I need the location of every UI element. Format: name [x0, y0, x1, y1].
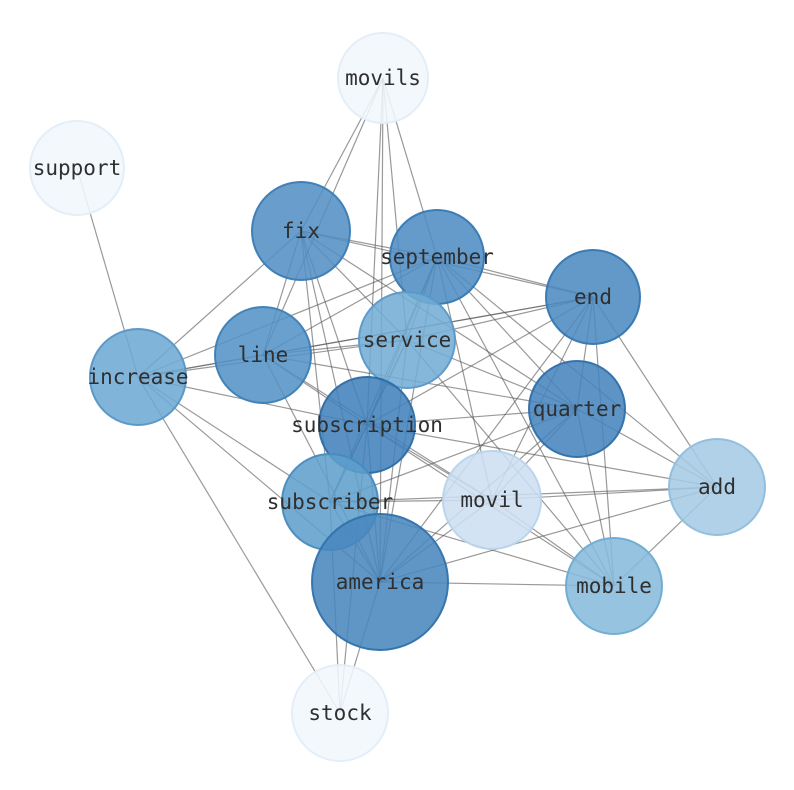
- graph-edge-september-mobile: [436, 256, 615, 587]
- node-label-quarter: quarter: [533, 397, 622, 421]
- node-increase: [89, 328, 187, 426]
- node-label-stock: stock: [308, 701, 372, 725]
- node-support: [29, 120, 125, 216]
- graph-labels-layer: movils support fix september end line service i…: [33, 66, 736, 725]
- node-fix: [251, 181, 351, 281]
- node-stock: [291, 664, 389, 762]
- node-label-fix: fix: [282, 219, 320, 243]
- node-label-september: september: [380, 245, 494, 269]
- node-label-line: line: [238, 343, 289, 367]
- node-label-subscriber: subscriber: [267, 490, 393, 514]
- node-label-subscription: subscription: [291, 413, 443, 437]
- node-movils: [337, 32, 429, 124]
- node-service: [358, 291, 456, 389]
- node-label-end: end: [574, 285, 612, 309]
- node-movil: [442, 450, 542, 550]
- node-add: [668, 438, 766, 536]
- node-label-america: america: [336, 570, 425, 594]
- node-quarter: [528, 360, 626, 458]
- node-mobile: [565, 537, 663, 635]
- node-label-movils: movils: [345, 66, 421, 90]
- node-label-increase: increase: [87, 365, 188, 389]
- node-label-mobile: mobile: [576, 574, 652, 598]
- node-label-movil: movil: [460, 488, 523, 512]
- node-end: [545, 249, 641, 345]
- node-america: [311, 513, 449, 651]
- node-label-support: support: [33, 156, 122, 180]
- node-label-add: add: [698, 475, 736, 499]
- node-line: [214, 306, 312, 404]
- graph-edge-subscription-add: [366, 424, 718, 488]
- graph-edge-increase-stock: [137, 376, 341, 714]
- node-label-service: service: [363, 328, 452, 352]
- graph-nodes-layer: [29, 32, 766, 762]
